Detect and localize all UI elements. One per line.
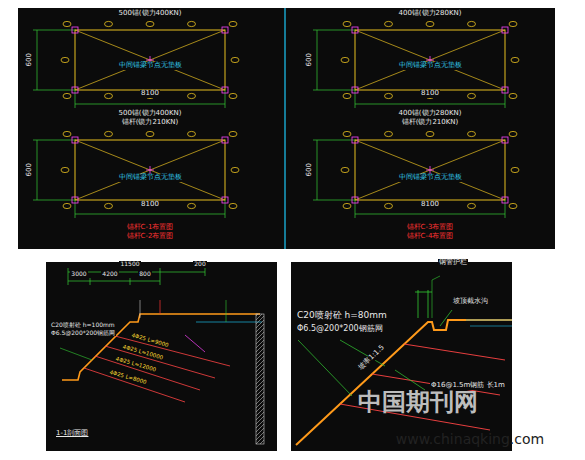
panel-divider <box>284 8 286 249</box>
drawing-note: 锚杆C-3布置图 <box>406 224 455 232</box>
plan-heading: 锚杆(锁力210KN) <box>121 119 180 127</box>
drawing-note: 锚杆C-2布置图 <box>126 233 175 241</box>
anchor-plan <box>33 131 239 218</box>
dimension: 200 <box>193 261 206 268</box>
dimension: 600 <box>26 162 34 177</box>
dimension: 11500 <box>119 261 140 268</box>
plan-note: 中间锚梁节点无垫板 <box>118 62 183 70</box>
plan-note: 中间锚梁节点无垫板 <box>398 174 463 182</box>
drawing-note: 锚杆C-4布置图 <box>406 233 455 241</box>
plan-heading: 500锚(锁力400KN) <box>117 110 182 118</box>
anchor-plans <box>33 21 519 218</box>
drawing-note: 锚杆C-1布置图 <box>126 224 175 232</box>
detail-panel <box>291 262 512 451</box>
dimension: 600 <box>306 162 314 177</box>
slope-detail <box>296 276 512 445</box>
dimension: 3000 <box>70 271 87 278</box>
section-title: 1-1剖面图 <box>55 430 89 438</box>
section-drawing <box>60 268 264 444</box>
plan-heading: 400锚(锁力280KN) <box>397 110 462 118</box>
dimension: 600 <box>26 52 34 67</box>
watermark: 中国期刊网 <box>357 389 479 415</box>
material-note: C20喷射砼 h=80mm <box>296 311 388 321</box>
dimension: 600 <box>306 52 314 67</box>
anchor-plan <box>313 21 519 108</box>
dimension: 800 <box>138 271 151 278</box>
material-note: Φ6.5@200*200钢筋网 <box>296 325 384 334</box>
dimension: 4200 <box>101 271 118 278</box>
plan-heading: 400锚(锁力280KN) <box>397 10 462 18</box>
dimension: 8100 <box>420 201 440 209</box>
watermark-url: www.chinaqking.com <box>395 432 545 447</box>
plan-note: 中间锚梁节点无垫板 <box>118 174 183 182</box>
top-panel <box>18 8 555 249</box>
dimension: 8100 <box>140 90 160 98</box>
dimension: 8100 <box>420 90 440 98</box>
plan-heading: 500锚(锁力400KN) <box>117 10 182 18</box>
plan-note: 中间锚梁节点无垫板 <box>398 62 463 70</box>
anchor-plan <box>313 131 519 218</box>
material-note: C20喷射砼 h=100mm <box>50 322 116 329</box>
section-panel <box>46 262 277 451</box>
anchor-plan <box>33 21 239 108</box>
detail-label: 钢管护栏 <box>438 259 468 267</box>
dimension: 8100 <box>140 201 160 209</box>
material-note: Φ6.5@200*200钢筋网 <box>50 330 116 337</box>
detail-label: 坡顶截水沟 <box>452 298 489 306</box>
plan-heading: 锚杆(锁力210KN) <box>401 119 460 127</box>
